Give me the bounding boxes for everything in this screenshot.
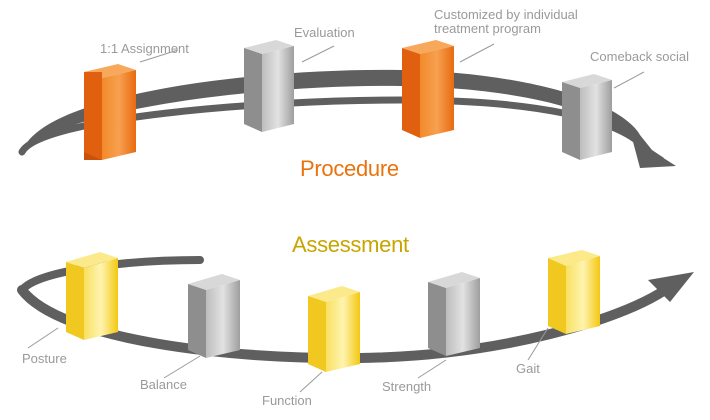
leader-lines [27,43,645,393]
assessment-block-function [308,286,360,372]
procedure-block-comeback [562,74,612,160]
label-gait: Gait [516,361,540,376]
procedure-block-evaluation [244,40,294,132]
procedure-title: Procedure [300,156,399,181]
label-function: Function [262,393,312,408]
assessment-block-gait [548,250,600,334]
assessment-title: Assessment [292,232,409,257]
label-customized-line2: treatment program [434,21,541,36]
procedure-block-customized [402,40,454,138]
label-evaluation: Evaluation [294,25,355,40]
label-strength: Strength [382,379,432,394]
label-assignment: 1:1 Assignment [100,41,189,56]
assessment-block-posture [66,252,118,340]
procedure-block-assignment [84,64,136,160]
label-balance: Balance [140,377,187,392]
label-comeback: Comeback social [590,49,689,64]
assessment-block-balance [188,274,240,358]
label-customized-line1: Customized by individual [434,7,578,22]
label-posture: Posture [22,351,67,366]
assessment-block-strength [428,272,480,356]
